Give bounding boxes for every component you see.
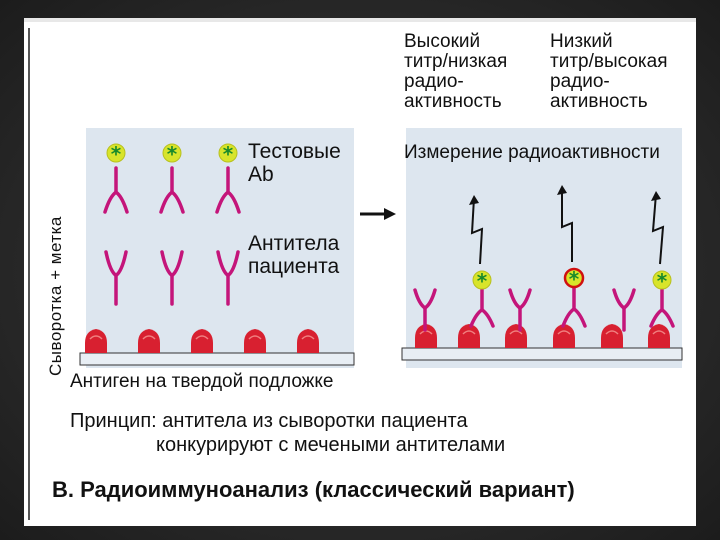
bound-patient-antibody-1: [413, 288, 437, 332]
test-ab-label-2: Ab: [248, 163, 274, 186]
radio-label-icon: *: [472, 269, 492, 293]
bound-labeled-antibody-2: [561, 286, 587, 328]
serum-plus-label: Сыворотка + метка: [46, 216, 65, 376]
low-titer-line-2: титр/высокая: [550, 51, 668, 72]
high-titer-line-3: радио-: [404, 71, 464, 92]
left-border: [28, 28, 30, 520]
antigen-left-1: [85, 329, 107, 353]
antigen-label: Антиген на твердой подложке: [70, 371, 334, 392]
svg-text:*: *: [167, 142, 178, 166]
radiation-arrows: [469, 185, 665, 265]
measurement-label: Измерение радиоактивности: [404, 142, 660, 163]
bound-labeled-antibody-1: [469, 288, 495, 328]
svg-text:*: *: [477, 269, 488, 293]
radiation-arrow-2: [557, 185, 573, 262]
test-antibody-1: [103, 166, 129, 214]
top-border: [24, 18, 696, 22]
svg-text:*: *: [111, 142, 122, 166]
left-patient-antibodies: [104, 250, 240, 306]
patient-ab-label-1: Антитела: [248, 232, 340, 255]
patient-antibody-1: [104, 250, 128, 306]
right-bound-antibodies: * * *: [413, 267, 675, 332]
bound-patient-antibody-2: [508, 288, 532, 332]
radio-label-icon: *: [563, 267, 585, 291]
high-titer-line-4: активность: [404, 91, 502, 112]
low-titer-line-3: радио-: [550, 71, 610, 92]
radio-label-icon: *: [162, 142, 182, 166]
test-ab-label-1: Тестовые: [248, 140, 341, 163]
radio-label-icon: *: [218, 142, 238, 166]
antigen-right-4: [553, 324, 575, 348]
figure-title: B. Радиоиммуноанализ (классический вариа…: [52, 477, 575, 502]
antigen-left-5: [297, 329, 319, 353]
test-antibody-2: [159, 166, 185, 214]
antigen-left-3: [191, 329, 213, 353]
antigen-right-2: [458, 324, 480, 348]
bound-patient-antibody-3: [612, 288, 636, 332]
antigen-right-5: [601, 324, 623, 348]
svg-text:*: *: [223, 142, 234, 166]
radio-label-icon: *: [652, 269, 672, 293]
right-antigens: [415, 324, 670, 348]
arrow-icon: [360, 208, 396, 220]
left-antigens: [85, 329, 319, 353]
patient-antibody-3: [216, 250, 240, 306]
low-titer-line-1: Низкий: [550, 31, 613, 52]
radiation-arrow-3: [651, 191, 665, 265]
patient-antibody-2: [160, 250, 184, 306]
left-solid-support: [79, 352, 355, 366]
radio-label-icon: *: [106, 142, 126, 166]
svg-text:*: *: [657, 269, 668, 293]
bound-labeled-antibody-3: [649, 288, 675, 328]
svg-text:*: *: [569, 267, 580, 291]
principle-line-1: Принцип: антитела из сыворотки пациента: [70, 410, 468, 432]
test-antibody-3: [215, 166, 241, 214]
antigen-right-6: [648, 324, 670, 348]
low-titer-label: Низкий титр/высокая радио- активность: [550, 32, 667, 112]
ria-diagram: * * * * * *: [79, 128, 683, 368]
right-solid-support: [401, 347, 683, 361]
high-titer-line-1: Высокий: [404, 31, 481, 52]
antigen-left-2: [138, 329, 160, 353]
antigen-right-1: [415, 324, 437, 348]
right-panel-bg: [406, 128, 682, 368]
antigen-left-4: [244, 329, 266, 353]
slide: * * * * * * Сыворотка + метка Тестовые Ab Ан…: [24, 18, 696, 526]
principle-line-2: конкурируют с мечеными антителами: [156, 434, 506, 456]
patient-ab-label-2: пациента: [248, 255, 340, 278]
low-titer-line-4: активность: [550, 91, 648, 112]
high-titer-label: Высокий титр/низкая радио- активность: [404, 32, 507, 112]
high-titer-line-2: титр/низкая: [404, 51, 508, 72]
left-panel-bg: [86, 128, 354, 368]
radiation-arrow-1: [469, 195, 484, 265]
left-test-antibodies: * * *: [103, 142, 241, 214]
